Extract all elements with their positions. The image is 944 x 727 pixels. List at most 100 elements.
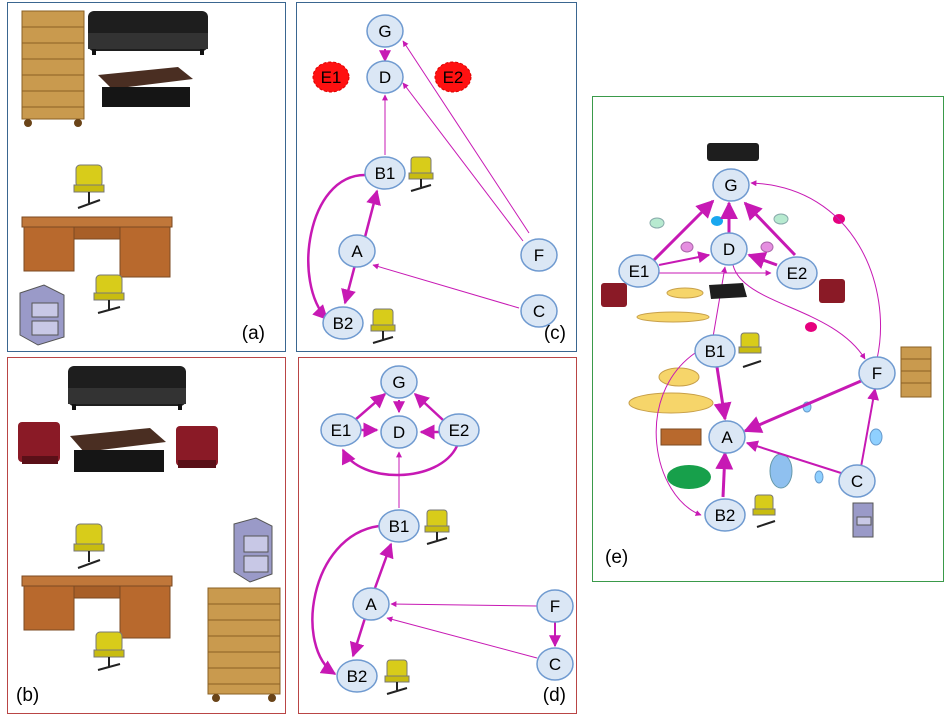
edge-b1-d: [712, 266, 728, 338]
node-c: C: [838, 464, 876, 498]
edge-a-b2: [349, 617, 367, 658]
edge-b1-b2: [311, 524, 380, 676]
edge-c-a: [386, 616, 538, 659]
panel-e-graph: G D E1 E2 B1 F A C B2: [601, 143, 932, 538]
panel-b-scene: [18, 366, 281, 702]
node-a: A: [708, 420, 746, 454]
office-chair-icon: [93, 631, 125, 671]
edge-e1-d: [658, 251, 711, 266]
node-c: C: [520, 294, 558, 328]
svg-text:B2: B2: [333, 314, 354, 333]
office-chair-icon: [408, 156, 434, 192]
node-b1: B1: [364, 156, 406, 190]
office-chair-icon: [73, 164, 105, 209]
node-b1: B1: [694, 334, 736, 368]
svg-text:B2: B2: [347, 667, 368, 686]
node-c: C: [536, 647, 574, 681]
svg-text:G: G: [392, 373, 405, 392]
svg-text:D: D: [723, 240, 735, 259]
edge-f-a: [390, 601, 538, 608]
node-b2: B2: [704, 498, 746, 532]
node-e2: E2: [438, 413, 480, 447]
office-chair-icon: [738, 332, 762, 368]
error-e2-node: E2: [434, 61, 472, 93]
office-chair-icon: [93, 274, 125, 314]
panel-b-label: (b): [16, 685, 40, 706]
panel-b: (b): [7, 357, 286, 714]
svg-text:B1: B1: [375, 164, 396, 183]
node-f: F: [858, 356, 896, 390]
svg-text:E2: E2: [449, 421, 470, 440]
svg-text:C: C: [533, 302, 545, 321]
edge-e1-g: [354, 393, 387, 421]
edge-b2-a: [715, 451, 734, 498]
coffee-table-icon: [98, 67, 193, 107]
edge-e2-e1: [341, 445, 459, 477]
edge-c-a: [372, 263, 520, 309]
svg-text:A: A: [351, 242, 363, 261]
office-chair-icon: [424, 509, 450, 545]
panel-e-label: (e): [605, 547, 629, 568]
sofa-icon: [68, 366, 186, 410]
file-cabinet-icon: [233, 517, 273, 583]
desk-icon: [21, 216, 173, 278]
office-chair-icon: [384, 659, 410, 695]
panel-a-label: (a): [241, 323, 265, 344]
edge-f-d: [402, 82, 524, 242]
svg-text:E1: E1: [629, 262, 650, 281]
svg-text:A: A: [721, 428, 733, 447]
panel-d: G E1 D E2 B1 A F C B2 (d): [298, 357, 577, 714]
node-e1: E1: [618, 254, 660, 288]
node-b2: B2: [322, 306, 364, 340]
dresser-icon: [21, 10, 85, 127]
desk-icon: [21, 575, 173, 639]
svg-text:C: C: [851, 472, 863, 491]
panel-c-label: (c): [543, 323, 566, 344]
node-d: D: [380, 415, 418, 449]
svg-text:F: F: [534, 246, 544, 265]
node-e1: E1: [320, 413, 362, 447]
svg-text:F: F: [550, 597, 560, 616]
desk-icon: [660, 428, 702, 446]
svg-text:B2: B2: [715, 506, 736, 525]
panel-d-graph: G E1 D E2 B1 A F C B2: [311, 365, 574, 695]
svg-text:G: G: [378, 22, 391, 41]
node-g: G: [366, 14, 404, 48]
panel-e: G D E1 E2 B1 F A C B2 (e): [592, 96, 944, 582]
office-chair-icon: [752, 494, 776, 528]
error-e1-node: E1: [312, 61, 350, 93]
edge-b1-b2: [307, 173, 366, 321]
edge-d-f: [732, 264, 866, 360]
node-b1: B1: [378, 509, 420, 543]
edge-c-f: [860, 387, 879, 468]
armchair-icon: [819, 279, 845, 303]
edge-e2-d: [747, 251, 778, 269]
edge-b1-b2: [655, 352, 702, 516]
panel-c-graph: E1 E2 G D B1 A B2 F C: [307, 14, 558, 344]
node-e2: E2: [776, 256, 818, 290]
panel-a-scene: [19, 10, 208, 346]
svg-text:D: D: [393, 423, 405, 442]
sofa-icon: [88, 11, 208, 55]
svg-text:B1: B1: [389, 517, 410, 536]
office-chair-icon: [73, 523, 105, 569]
file-cabinet-icon: [19, 284, 65, 346]
edge-a-b2: [341, 264, 357, 305]
node-f: F: [536, 589, 574, 623]
panel-a: (a): [7, 2, 286, 352]
edge-e1-g: [651, 199, 715, 263]
node-a: A: [338, 234, 376, 268]
node-g: G: [380, 365, 418, 399]
coffee-table-icon: [70, 428, 166, 472]
edge-a-b1: [363, 189, 381, 238]
node-b2: B2: [336, 659, 378, 693]
armchair-icon: [176, 426, 218, 468]
panel-c: E1 E2 G D B1 A B2 F C (c): [296, 2, 577, 352]
edge-a-b1: [373, 542, 394, 589]
coffee-table-icon: [709, 283, 747, 299]
dresser-icon: [900, 346, 932, 398]
armchair-icon: [18, 422, 60, 464]
node-f: F: [520, 238, 558, 272]
svg-text:B1: B1: [705, 342, 726, 361]
edge-e2-g: [413, 392, 444, 421]
